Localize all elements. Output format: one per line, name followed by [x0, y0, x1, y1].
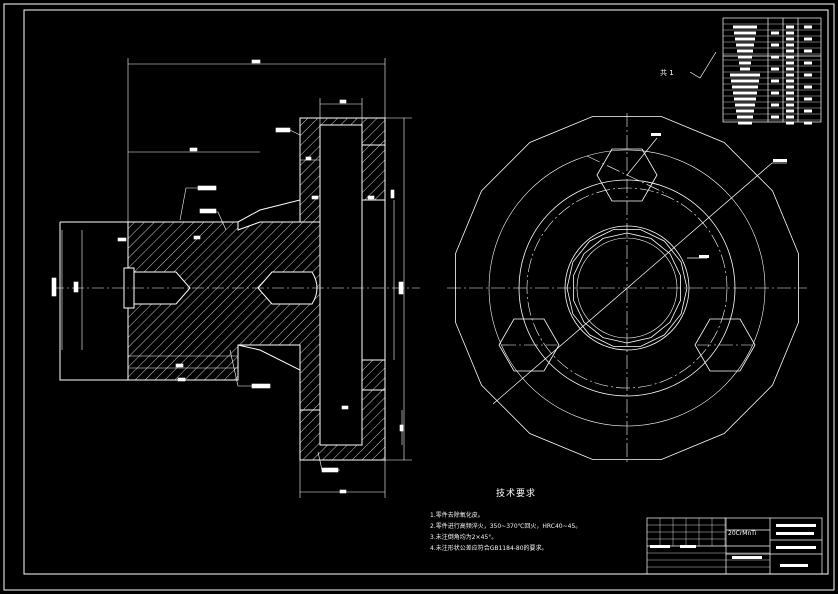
tech-req-item-2: 2.零件进行高频淬火，350~370℃回火，HRC40~45。 [430, 523, 582, 530]
tech-req-item-1: 1.零件去除氧化皮。 [430, 512, 484, 519]
section-view [51, 58, 420, 498]
shaft-hatch [127, 221, 321, 411]
inner-spline-2 [573, 232, 681, 344]
parameter-table [722, 17, 822, 125]
tech-req-title: 技术要求 [496, 489, 537, 499]
part-outline [59, 221, 129, 381]
flange-right-hatch [361, 144, 386, 201]
bolt-hole-right [694, 318, 756, 372]
material-label: 20CrMnTi [728, 530, 757, 537]
inner-frame [23, 9, 829, 575]
tech-req-item-3: 3.未注倒角均为2×45°。 [430, 534, 498, 541]
outer-polygon [454, 115, 800, 461]
count-label: 共 1 [660, 69, 674, 77]
bolt-hole-left [498, 318, 560, 372]
flange-right-hatch-2 [361, 359, 386, 391]
tech-req-item-4: 4.未注形状公差应符合GB1184-80的要求。 [430, 545, 548, 552]
title-block [646, 517, 823, 575]
end-view [447, 113, 807, 463]
bolt-hole-top [596, 148, 658, 202]
outer-frame [3, 3, 835, 591]
